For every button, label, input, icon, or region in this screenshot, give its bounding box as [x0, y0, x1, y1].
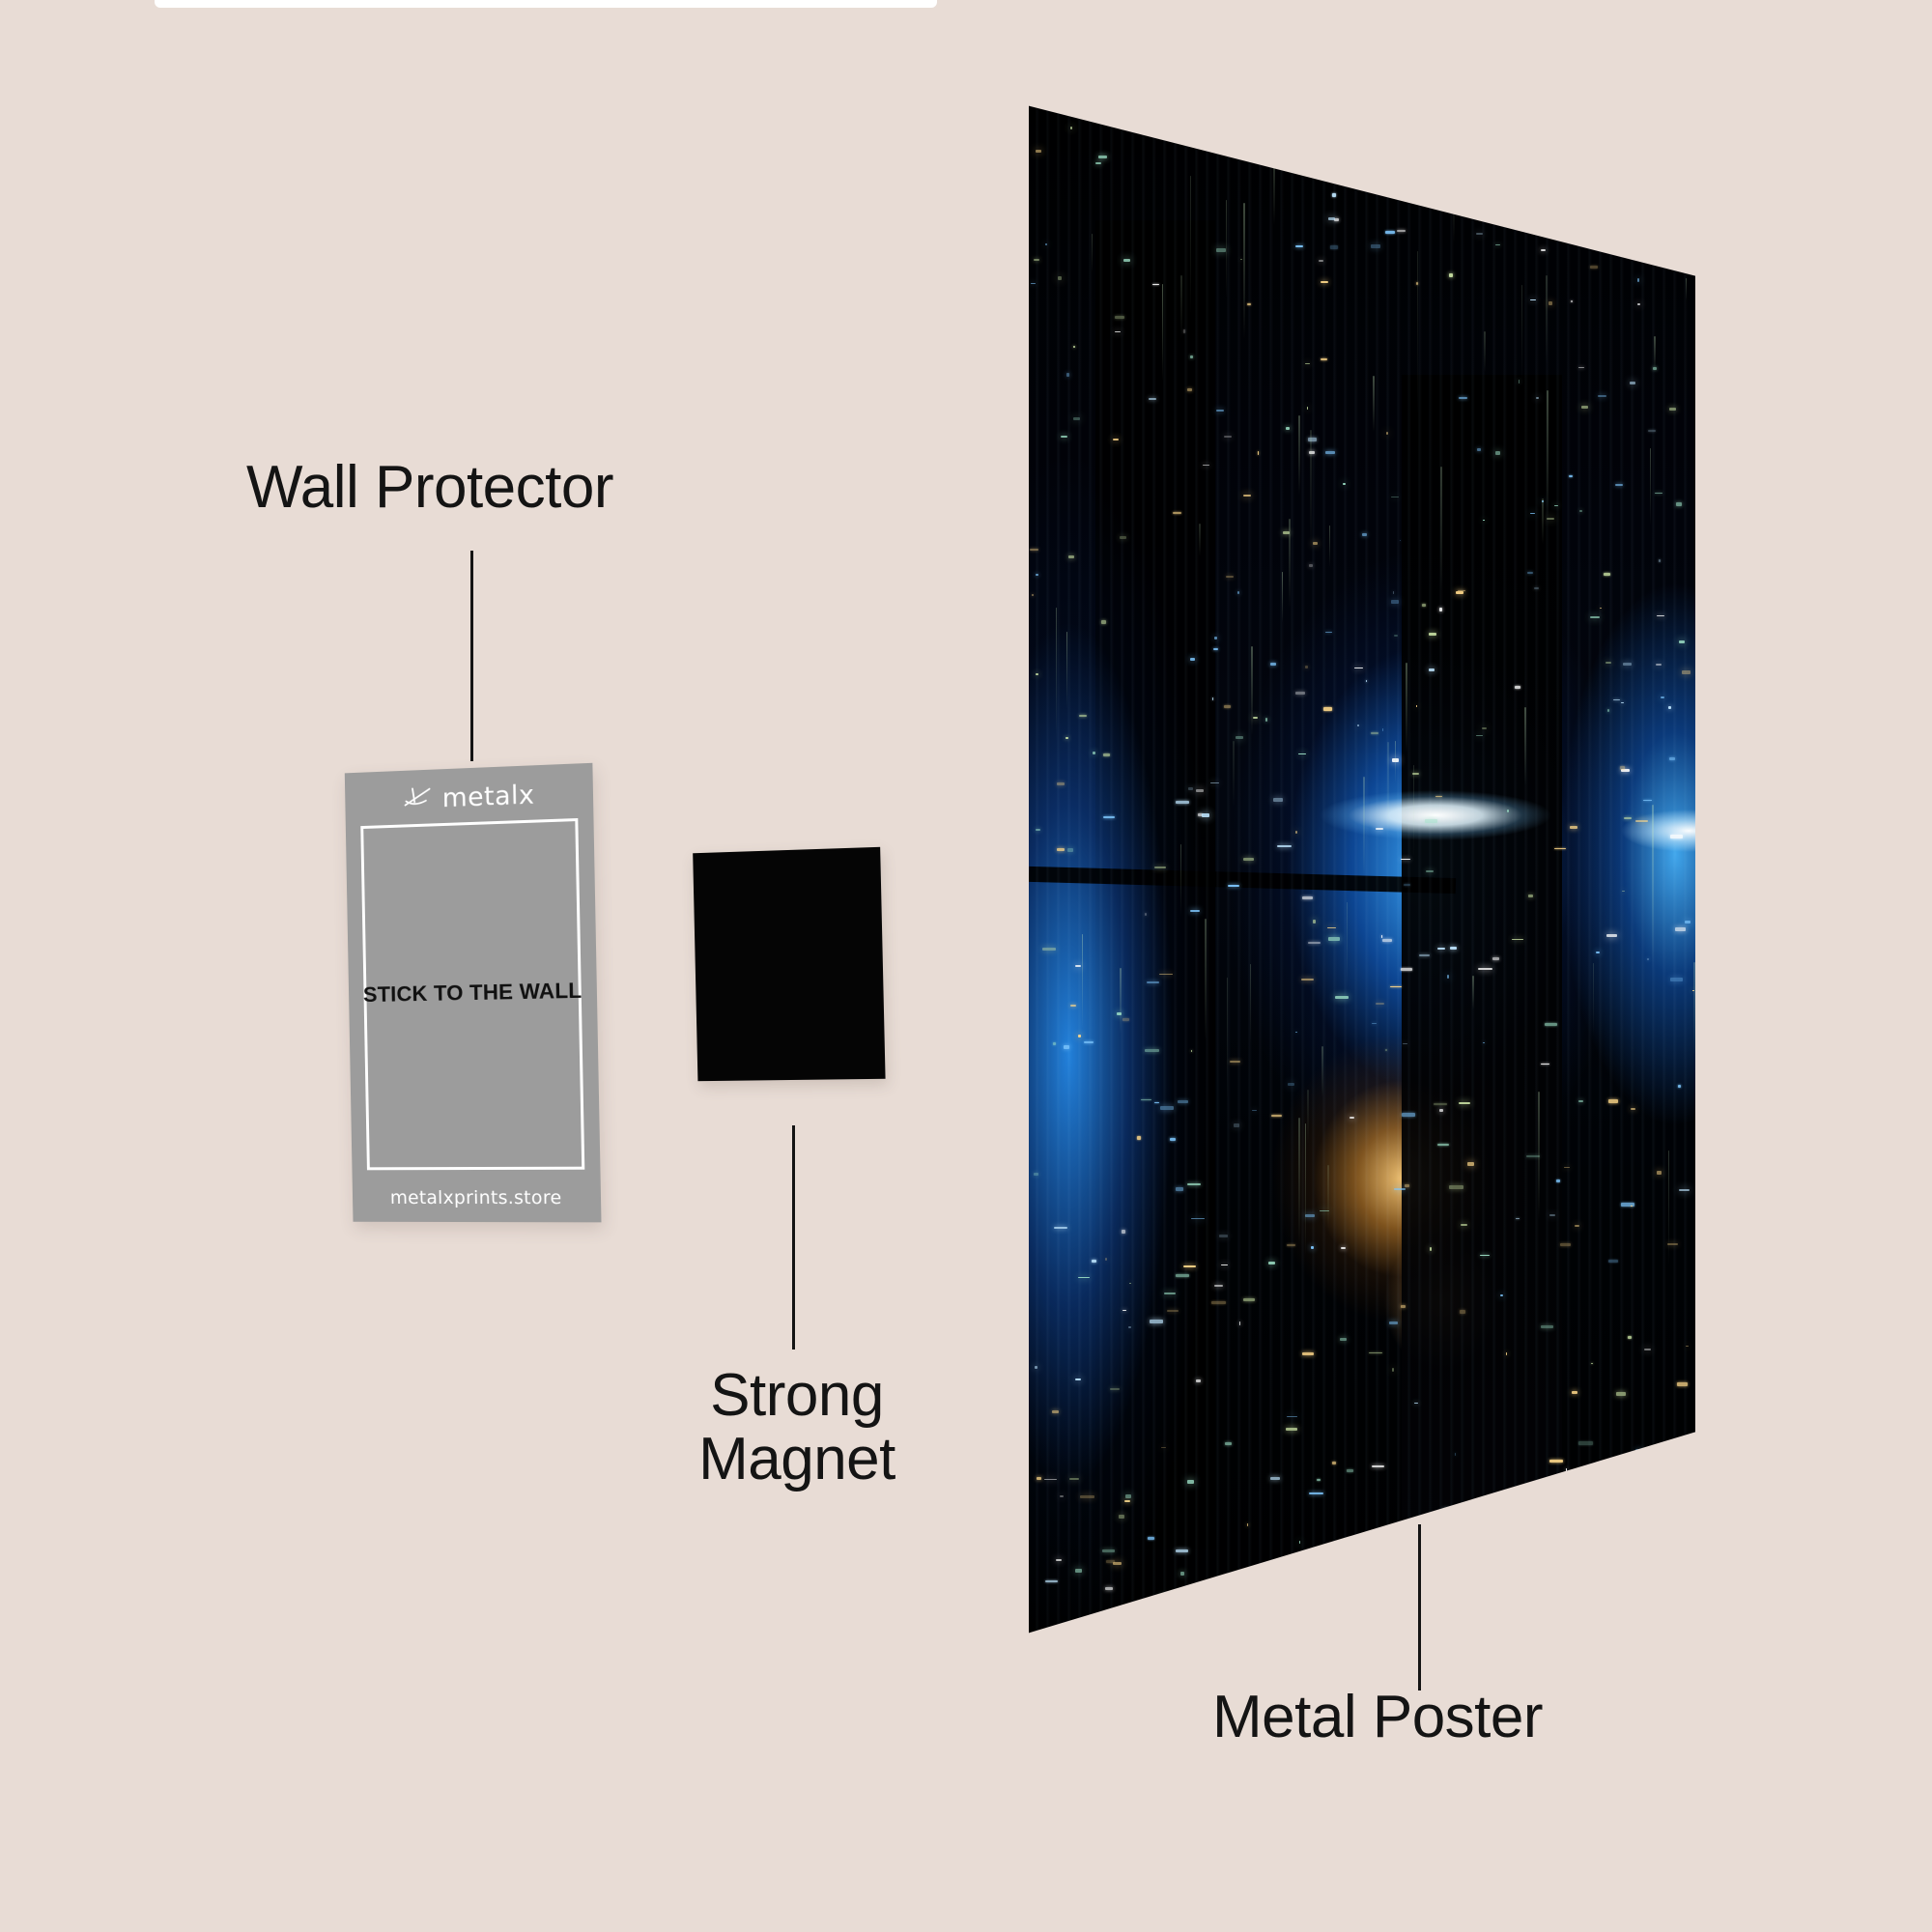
poster-art-vignette: [1029, 105, 1695, 1634]
callout-label-metal-poster: Metal Poster: [1212, 1684, 1544, 1750]
callout-connector-wall-protector: [470, 551, 473, 761]
store-url-text: metalxprints.store: [389, 1186, 562, 1209]
brand-logo-lockup: metalx: [345, 776, 593, 818]
top-white-notch: [155, 0, 937, 8]
metalx-cross-mark-icon: [401, 783, 434, 814]
callout-connector-metal-poster: [1418, 1524, 1421, 1690]
callout-label-wall-protector: Wall Protector: [246, 454, 614, 521]
callout-connector-strong-magnet: [792, 1125, 795, 1350]
stick-to-the-wall-headline: STICK TO THE WALL: [362, 978, 582, 1008]
wall-protector-card: metalx STICK TO THE WALL metalxprints.st…: [344, 762, 602, 1223]
callout-label-strong-magnet: Strong Magnet: [698, 1362, 895, 1492]
metal-poster-artwork: [1029, 105, 1695, 1634]
brand-name-text: metalx: [441, 779, 535, 813]
strong-magnet-square: [693, 846, 886, 1082]
